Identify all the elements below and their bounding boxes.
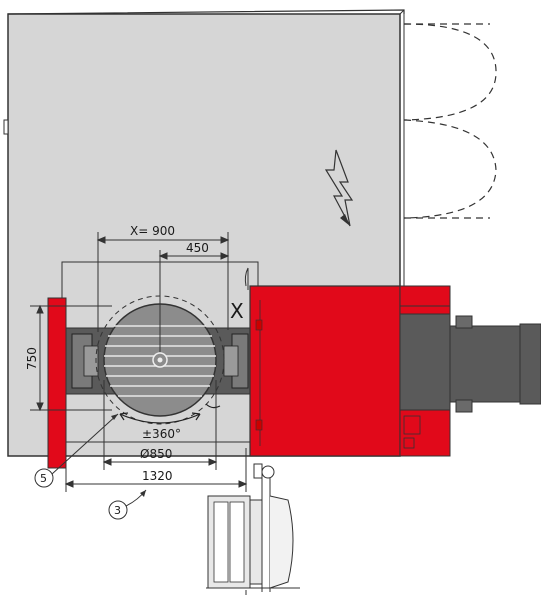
x-axis-label: X [230, 299, 244, 323]
callout-5 [34, 413, 119, 488]
spindle-housing [399, 313, 541, 413]
dimension-750-label: 750 [25, 347, 39, 370]
x-axis-leader [244, 267, 249, 290]
rotation-dimension: ±360° [142, 427, 181, 441]
left-door-panel [47, 297, 67, 469]
rotation-arrow [119, 403, 221, 424]
callout-3 [108, 489, 147, 520]
dimension-x900-label: X= 900 [130, 224, 175, 238]
callout-5-label: 5 [40, 472, 47, 485]
dimension-diameter-label: Ø850 [140, 447, 172, 461]
bottom-motor-unit [206, 463, 300, 595]
red-machine-block [249, 285, 451, 457]
dimension-450-label: 450 [186, 241, 209, 255]
dimension-450 [158, 250, 230, 352]
door-swing-arcs [403, 23, 497, 219]
lightning-bolt-icon [324, 149, 354, 227]
dimension-1320 [64, 448, 248, 492]
callout-3-label: 3 [114, 504, 121, 517]
dimension-1320-label: 1320 [142, 469, 173, 483]
round-table-top [95, 295, 225, 425]
dimension-x900 [96, 232, 230, 332]
dimension-750 [30, 304, 112, 412]
dimension-diameter [102, 380, 218, 470]
